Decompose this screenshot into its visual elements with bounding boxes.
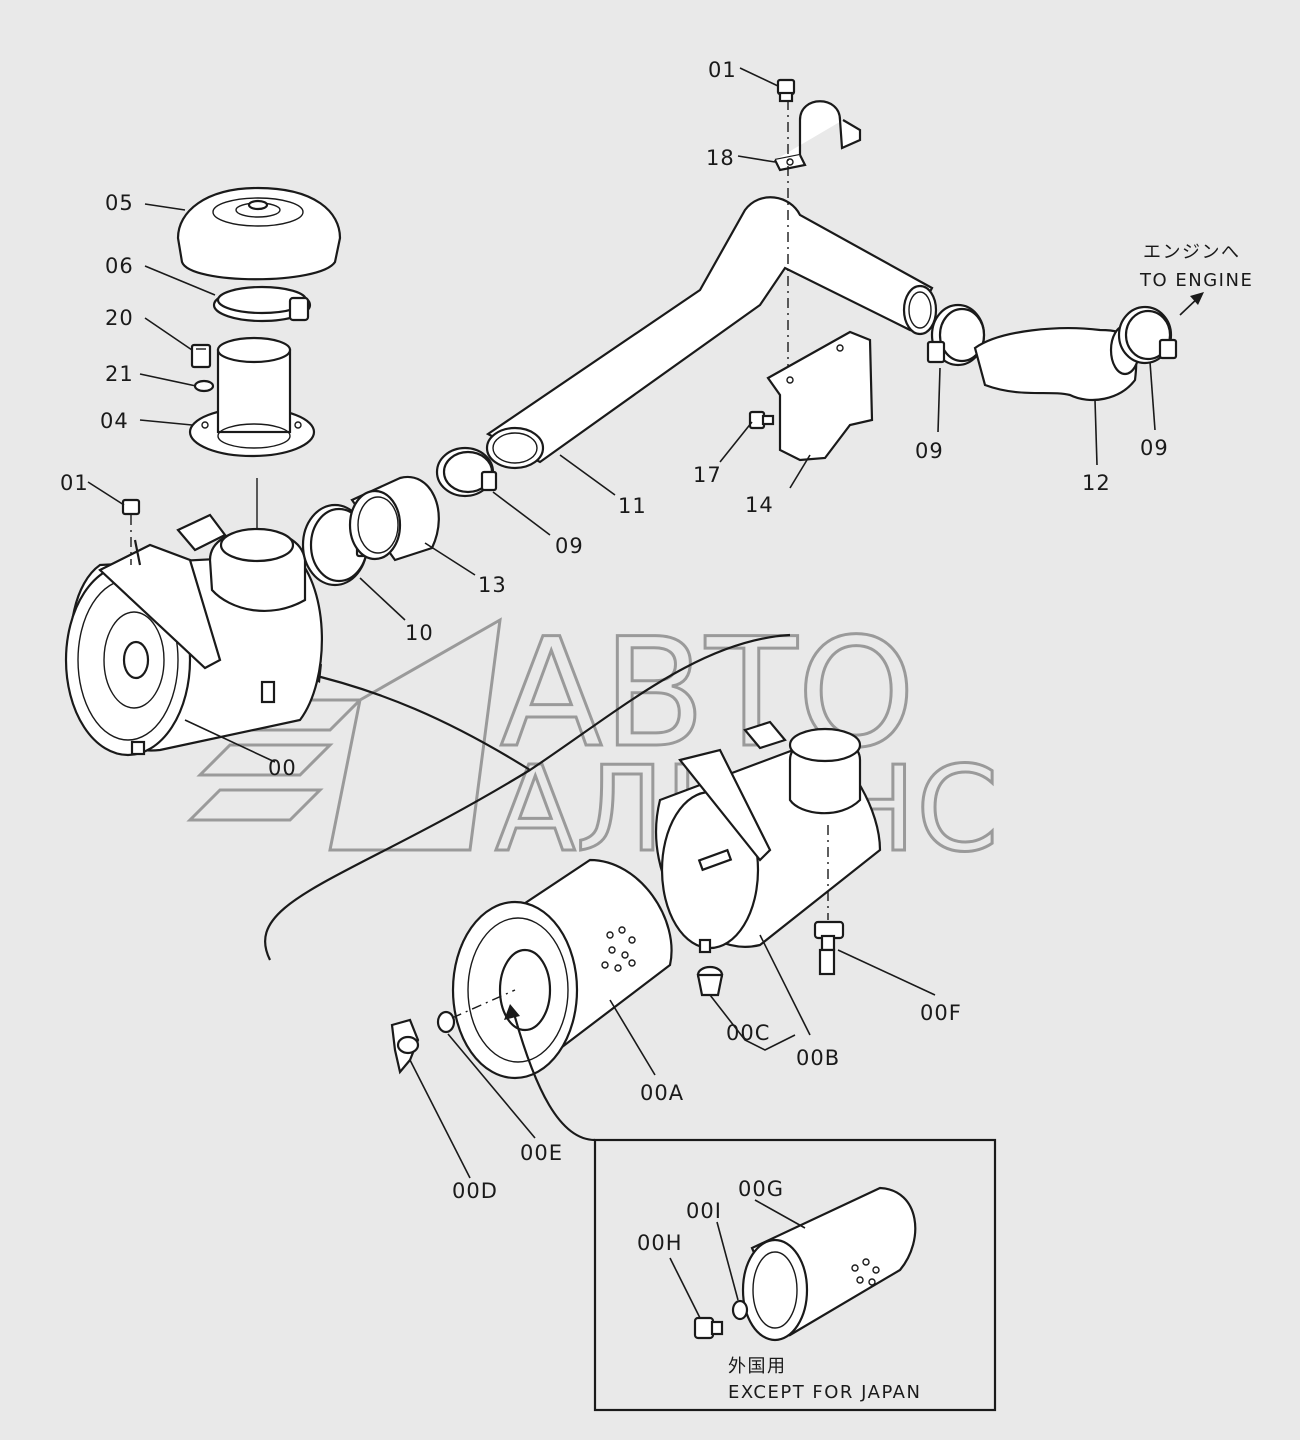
bolt-01-left [121, 498, 141, 565]
drain-valve-00F [813, 825, 845, 976]
washer-00E [436, 1010, 456, 1034]
inset-leader [511, 1009, 596, 1142]
to-engine-english: TO ENGINE [1139, 270, 1253, 291]
callout-labels: 01 18 05 06 20 21 04 01 11 14 17 09 12 0… [60, 58, 1169, 1255]
inset-leader-arrow [504, 1004, 520, 1020]
to-engine-note: エンジンへ TO ENGINE [1139, 242, 1253, 291]
callout-17: 17 [693, 463, 722, 487]
inlet-pipe-flange-04 [188, 336, 316, 458]
wing-nut-00D [390, 1018, 420, 1075]
callout-00F: 00F [920, 1001, 962, 1025]
leader-lines [87, 67, 1156, 1319]
callout-20: 20 [105, 306, 134, 330]
callout-00I: 00I [686, 1199, 722, 1223]
precleaner-cap [176, 186, 342, 281]
callout-00C: 00C [726, 1021, 770, 1045]
bolt-17 [748, 410, 775, 430]
bolt-01-top [776, 78, 796, 103]
watermark-logo [186, 617, 502, 852]
filter-element-00A [451, 858, 673, 1080]
to-engine-arrow [1179, 292, 1204, 316]
callout-11: 11 [618, 494, 647, 518]
callout-00E: 00E [520, 1141, 563, 1165]
callout-06: 06 [105, 254, 134, 278]
callout-14: 14 [745, 493, 774, 517]
callout-12: 12 [1082, 471, 1111, 495]
filter-element-00G [741, 1186, 917, 1342]
hose-13 [348, 475, 440, 562]
cap-clamp-band [212, 285, 312, 323]
callout-00A: 00A [640, 1081, 684, 1105]
callout-01-left: 01 [60, 471, 89, 495]
inset-note-japanese: 外国用 [728, 1356, 787, 1377]
clamp-09-right [1117, 305, 1178, 365]
callout-18: 18 [706, 146, 735, 170]
callout-05: 05 [105, 191, 134, 215]
bolt-20 [190, 343, 212, 369]
washer-21 [193, 379, 215, 393]
callout-13: 13 [478, 573, 507, 597]
cleaner-housing-00B [654, 720, 882, 954]
detail-arrow-line [299, 670, 531, 771]
callout-09-left: 09 [915, 439, 944, 463]
to-engine-japanese: エンジンへ [1143, 242, 1241, 263]
callout-04: 04 [100, 409, 129, 433]
callout-21: 21 [105, 362, 134, 386]
callout-09-hose: 09 [555, 534, 584, 558]
hose-12 [973, 324, 1141, 402]
clamp-09-hose [435, 446, 498, 498]
nut-00H [693, 1316, 724, 1340]
washer-00I [731, 1299, 749, 1321]
callout-00H: 00H [637, 1231, 683, 1255]
callout-00B: 00B [796, 1046, 840, 1070]
callout-00D: 00D [452, 1179, 498, 1203]
callout-09-right: 09 [1140, 436, 1169, 460]
bracket-18 [774, 100, 862, 172]
support-bracket-14 [766, 330, 874, 462]
intake-pipe-11 [485, 196, 938, 470]
callout-00: 00 [268, 756, 297, 780]
inset-note-english: EXCEPT FOR JAPAN [728, 1382, 921, 1403]
callout-00G: 00G [738, 1177, 784, 1201]
air-cleaner-assembly [64, 513, 323, 757]
callout-10: 10 [405, 621, 434, 645]
inset-frame [593, 1138, 997, 1412]
callout-01-top: 01 [708, 58, 737, 82]
valve-00C [696, 965, 724, 997]
clamp-09-left [926, 303, 986, 367]
inset-note: 外国用 EXCEPT FOR JAPAN [728, 1356, 921, 1403]
